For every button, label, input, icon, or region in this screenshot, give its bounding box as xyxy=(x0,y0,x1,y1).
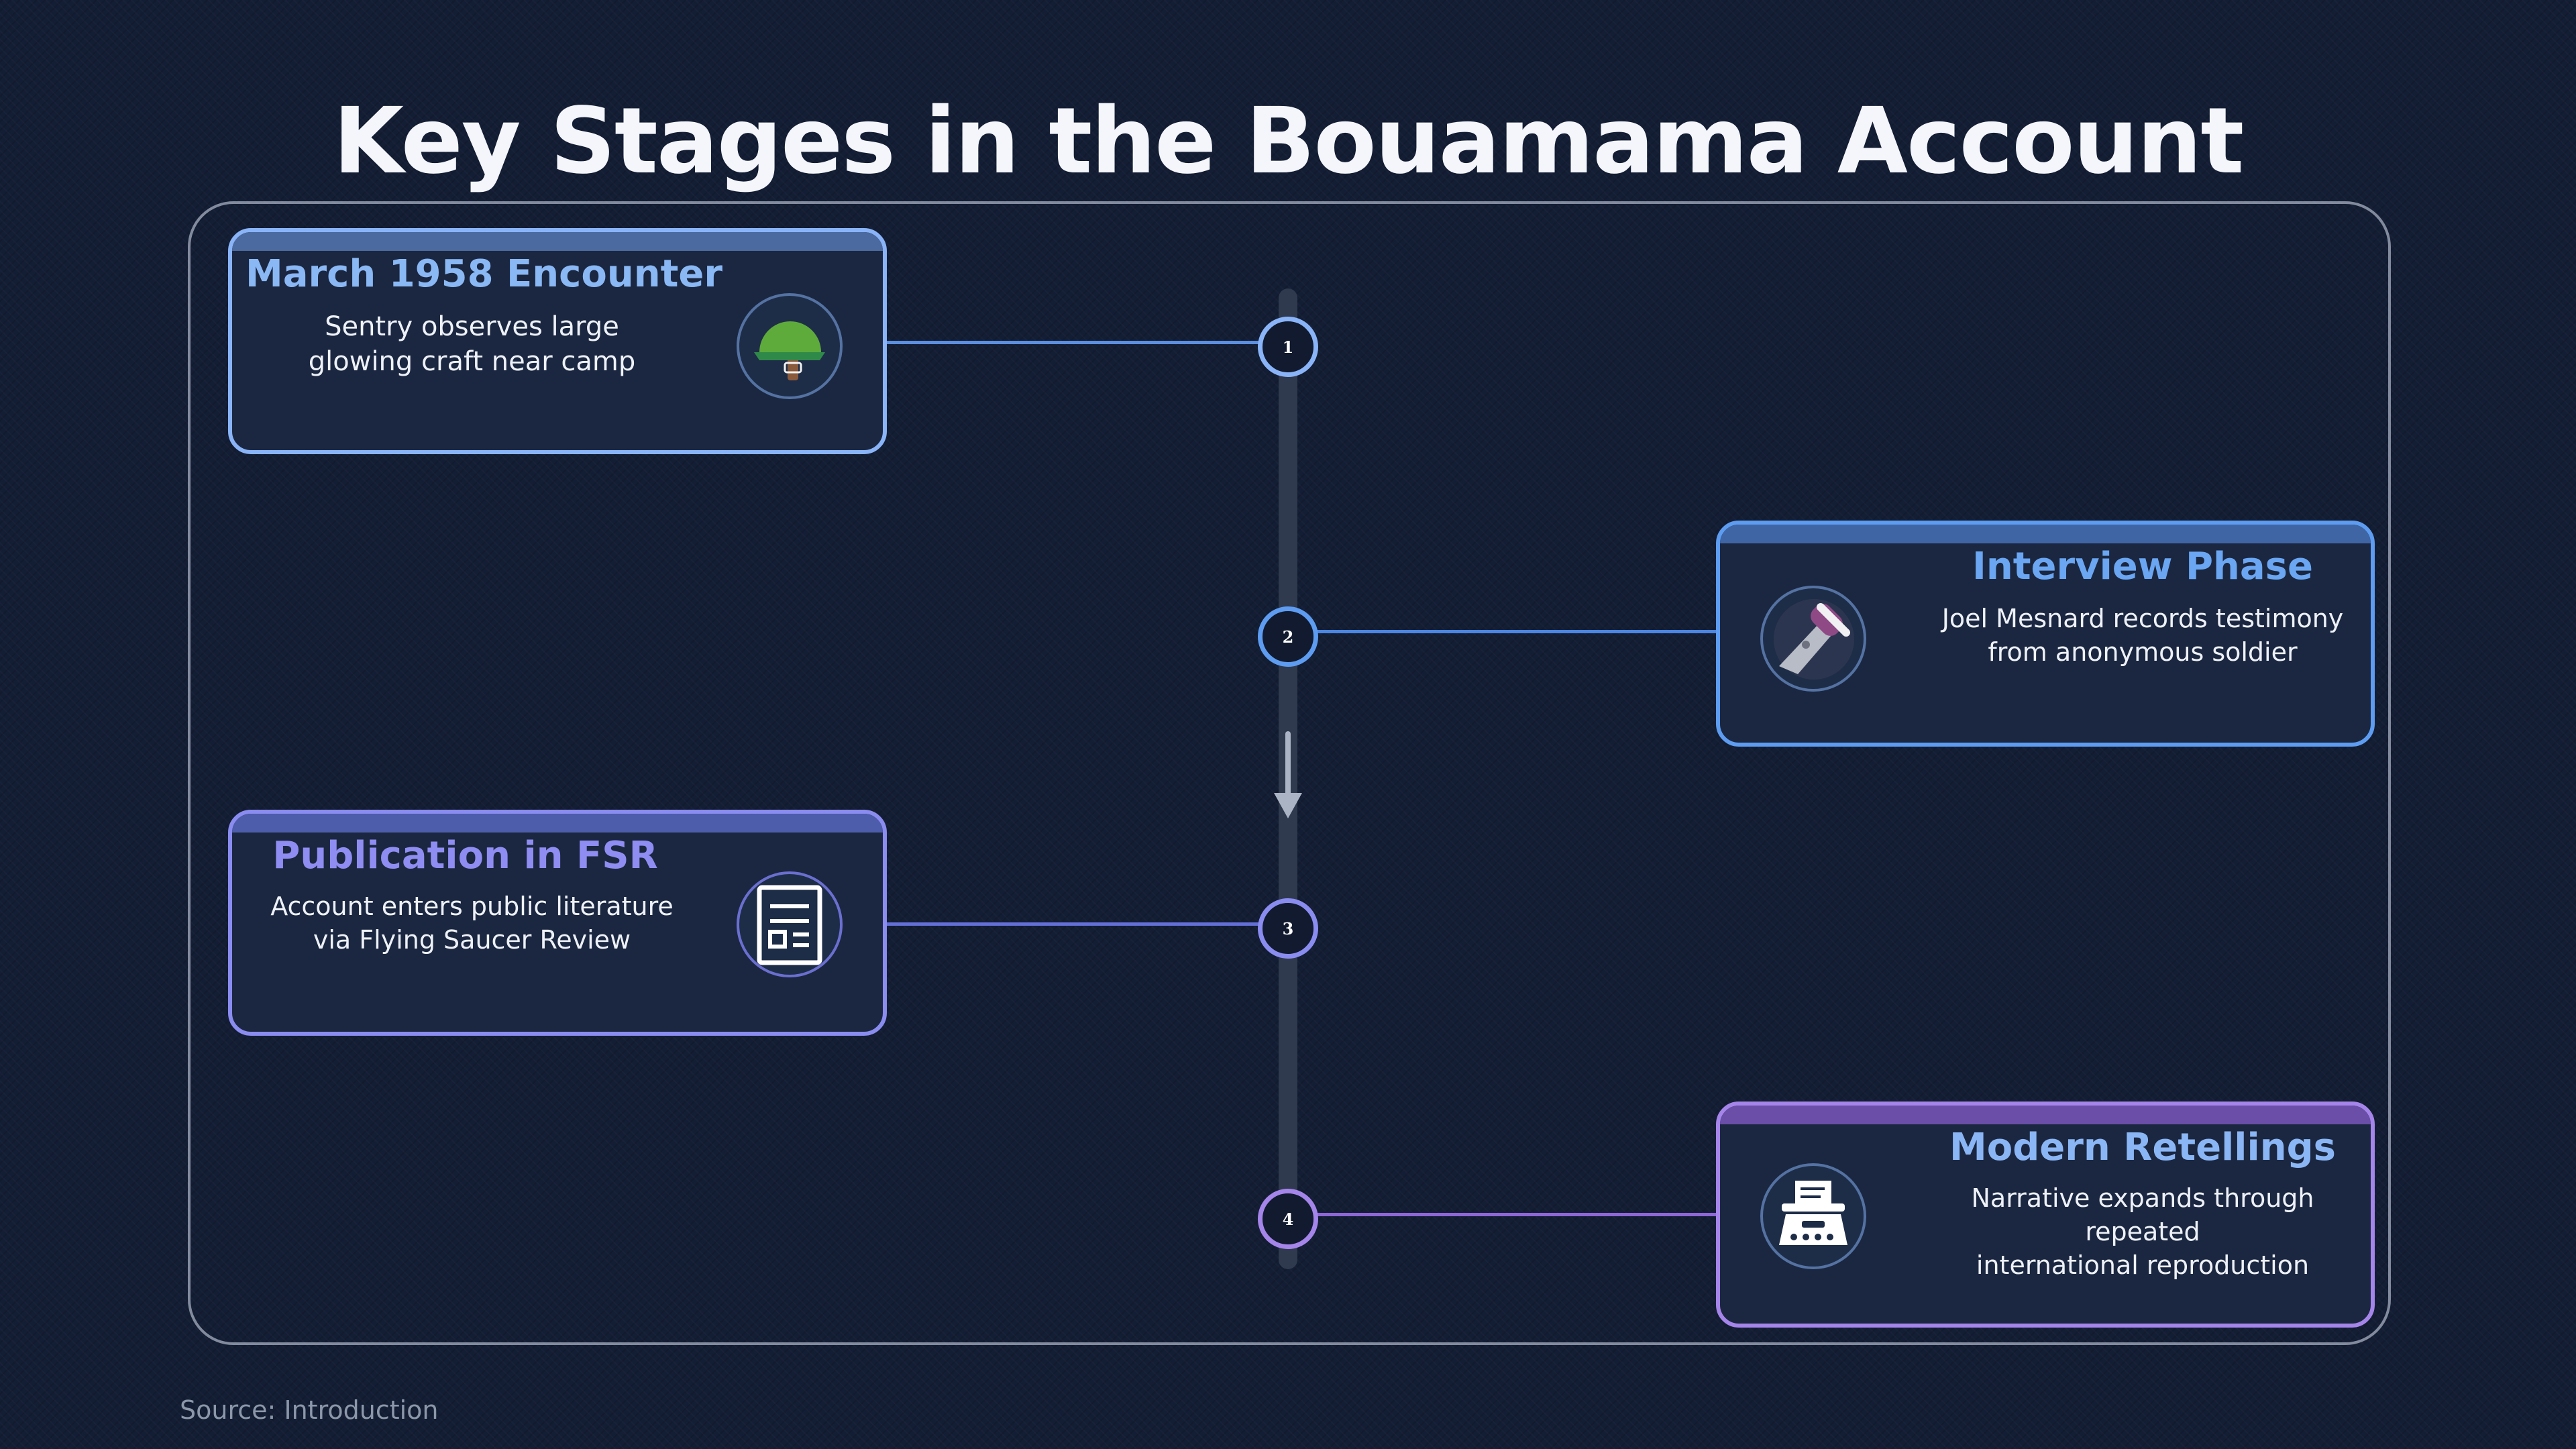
stage-node-4: 4 xyxy=(1258,1189,1318,1249)
stage-description-line-1: Sentry observes large xyxy=(325,311,619,342)
stage-node-2: 2 xyxy=(1258,606,1318,667)
stage-description: Joel Mesnard records testimony from anon… xyxy=(1915,602,2371,669)
stage-title: Publication in FSR xyxy=(272,834,658,877)
stage-description-line-2: from anonymous soldier xyxy=(1988,637,2298,667)
stage-number-4: 4 xyxy=(1282,1209,1294,1229)
connector-4 xyxy=(1313,1213,1716,1216)
stage-description-line-2: international reproduction xyxy=(1976,1250,2310,1280)
stage-description-line-1: Account enters public literature xyxy=(270,892,674,921)
down-arrow-icon xyxy=(1274,731,1302,818)
connector-3 xyxy=(887,922,1263,926)
stage-description-line-2: via Flying Saucer Review xyxy=(313,925,631,955)
typewriter-icon xyxy=(1760,1163,1866,1269)
stage-number-1: 1 xyxy=(1282,337,1294,357)
card-header-band xyxy=(232,232,883,251)
connector-2 xyxy=(1313,630,1716,633)
stage-card-3: Publication in FSR Account enters public… xyxy=(228,810,887,1036)
timeline-frame xyxy=(188,201,2391,1345)
stage-node-3: 3 xyxy=(1258,898,1318,959)
stage-description-line-1: Joel Mesnard records testimony xyxy=(1941,604,2344,633)
stage-title: Interview Phase xyxy=(1972,545,2313,588)
stage-number-2: 2 xyxy=(1282,627,1294,647)
microphone-icon xyxy=(1760,586,1866,692)
stage-description: Narrative expands through repeated inter… xyxy=(1915,1181,2371,1282)
stage-description-line-1: Narrative expands through repeated xyxy=(1971,1183,2314,1246)
stage-description: Account enters public literature via Fly… xyxy=(246,890,698,957)
stage-description: Sentry observes large glowing craft near… xyxy=(246,309,698,379)
stage-number-3: 3 xyxy=(1282,918,1294,938)
stage-card-4: Modern Retellings Narrative expands thro… xyxy=(1716,1102,2375,1328)
card-header-band xyxy=(232,814,883,833)
stage-description-line-2: glowing craft near camp xyxy=(308,346,636,377)
card-header-band xyxy=(1720,1106,2371,1124)
stage-card-2: Interview Phase Joel Mesnard records tes… xyxy=(1716,521,2375,747)
page-title: Key Stages in the Bouamama Account xyxy=(333,89,2245,195)
card-header-band xyxy=(1720,525,2371,543)
stage-title: Modern Retellings xyxy=(1949,1126,2336,1169)
stage-title: March 1958 Encounter xyxy=(246,252,722,296)
connector-1 xyxy=(887,341,1263,344)
stage-node-1: 1 xyxy=(1258,317,1318,377)
helmet-icon xyxy=(737,293,843,399)
stage-card-1: March 1958 Encounter Sentry observes lar… xyxy=(228,228,887,454)
newspaper-icon xyxy=(737,871,843,977)
source-note: Source: Introduction xyxy=(180,1395,439,1425)
